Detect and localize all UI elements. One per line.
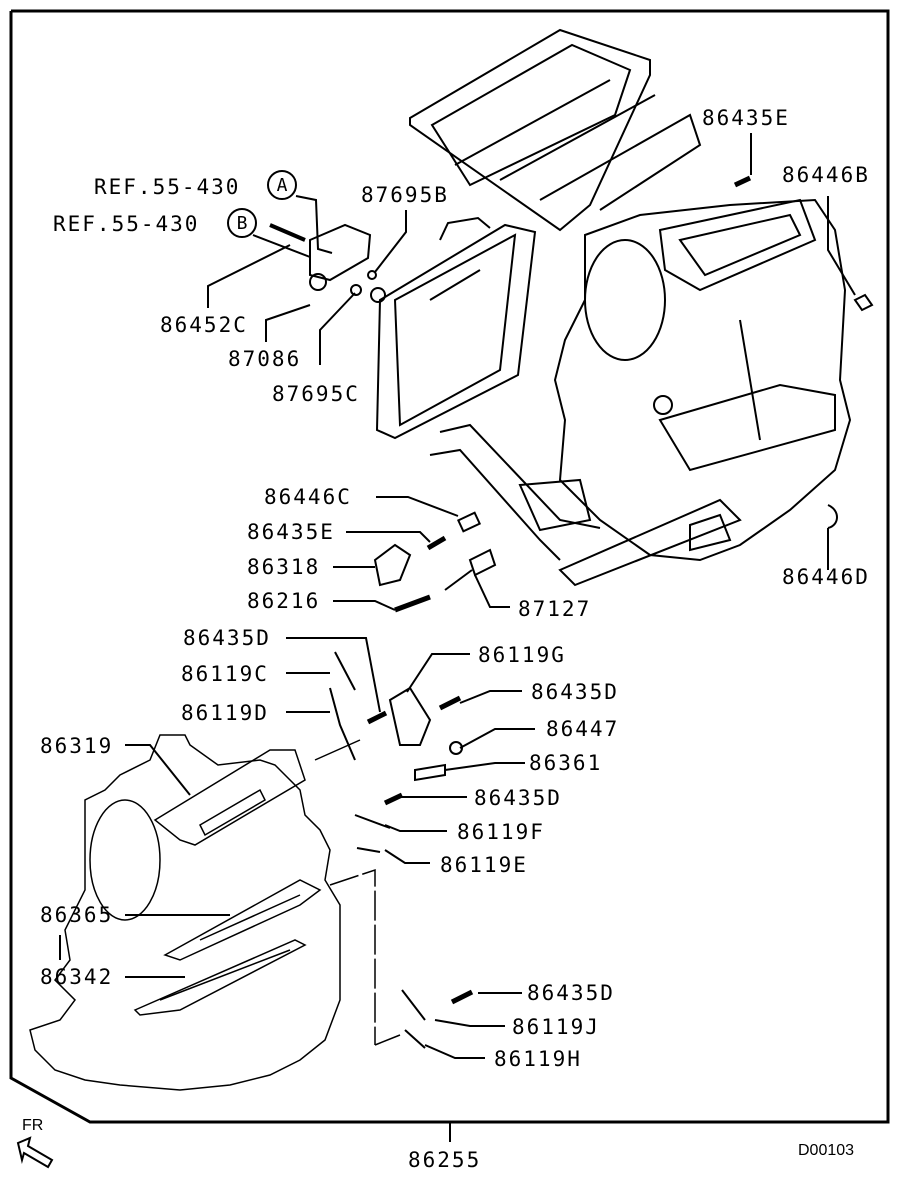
part-label: 86446B <box>782 163 870 187</box>
part-label: 86216 <box>247 589 321 613</box>
part-label: 87695B <box>361 183 449 207</box>
ref-badge-b: B <box>227 208 257 238</box>
diagram-frame <box>11 11 888 1122</box>
part-label: 86119F <box>457 820 545 844</box>
assembly-part-label: 86255 <box>408 1148 482 1172</box>
part-label: 86435E <box>702 106 790 130</box>
part-label: 87086 <box>228 347 302 371</box>
part-label: 86435D <box>527 981 615 1005</box>
part-label: 86119D <box>181 701 269 725</box>
part-label: 86318 <box>247 555 321 579</box>
part-label: 86119G <box>478 643 566 667</box>
orientation-label: FR <box>22 1117 44 1134</box>
part-label: 86446C <box>264 485 352 509</box>
part-label: 86119C <box>181 662 269 686</box>
part-label: 86342 <box>40 965 114 989</box>
part-label: 86361 <box>529 751 603 775</box>
part-label: 86452C <box>160 313 248 337</box>
part-label: 86447 <box>546 717 620 741</box>
leader-lines <box>60 133 855 1142</box>
part-label: 86119H <box>494 1047 582 1071</box>
part-label: 86319 <box>40 734 114 758</box>
part-label: 86435D <box>474 786 562 810</box>
blower-case-drawing <box>30 735 400 1090</box>
part-label: 86446D <box>782 565 870 589</box>
part-label: 86435E <box>247 520 335 544</box>
part-label: 86119E <box>440 853 528 877</box>
ref-badge-a: A <box>267 170 297 200</box>
heater-unit-drawing <box>377 30 850 585</box>
part-label: 86435D <box>531 680 619 704</box>
ref-label-a: REF.55-430 <box>94 175 241 199</box>
small-parts-drawing <box>270 178 872 1048</box>
part-label: 86365 <box>40 903 114 927</box>
front-direction-arrow-icon <box>18 1138 52 1167</box>
part-label: 87127 <box>518 597 592 621</box>
diagram-code: D00103 <box>798 1142 855 1159</box>
part-label: 86119J <box>512 1015 600 1039</box>
part-label: 86435D <box>183 626 271 650</box>
ref-label-b: REF.55-430 <box>53 212 200 236</box>
part-label: 87695C <box>272 382 360 406</box>
